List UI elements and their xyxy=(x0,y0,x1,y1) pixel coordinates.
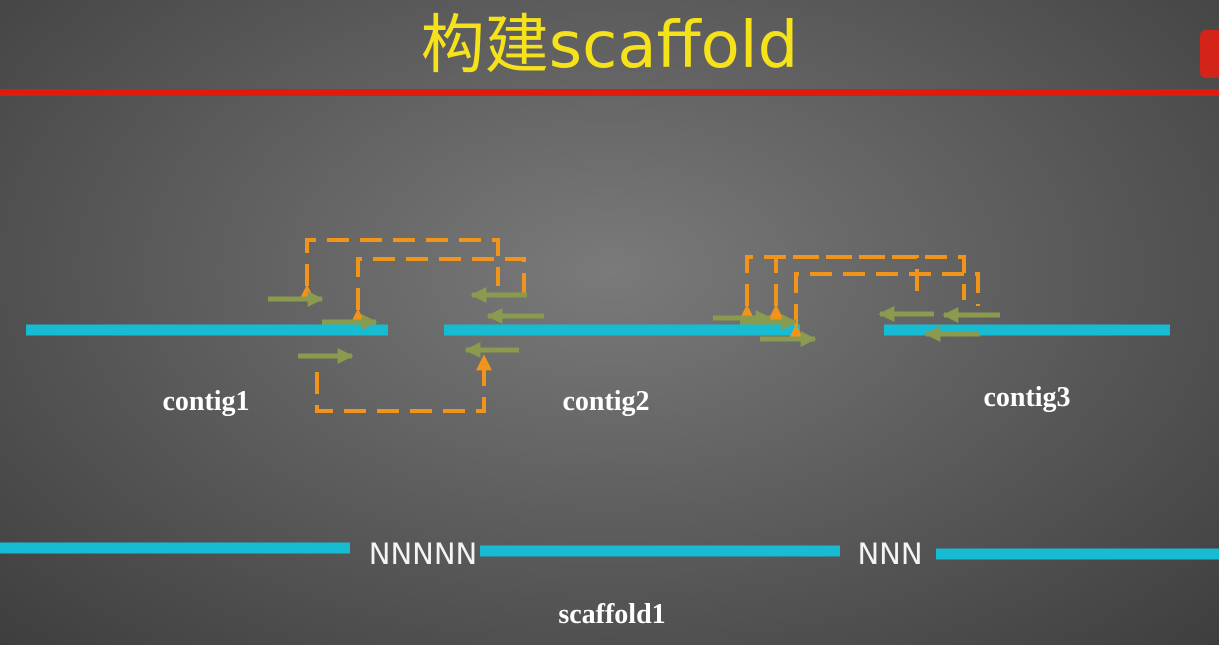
gap-label: NNNNN xyxy=(369,537,477,571)
pair-link xyxy=(739,255,919,321)
contig-label: contig3 xyxy=(983,382,1070,413)
slide-title: 构建scaffold xyxy=(420,9,799,83)
logo-icon xyxy=(1200,30,1219,78)
pair-link xyxy=(768,255,966,321)
pair-link xyxy=(788,272,980,341)
pair-link xyxy=(350,257,526,325)
contig-label: contig1 xyxy=(162,386,249,417)
contig-label: contig2 xyxy=(562,386,649,417)
pair-link xyxy=(315,354,492,413)
scaffold-label: scaffold1 xyxy=(558,599,665,630)
title-rule xyxy=(0,89,1219,96)
pair-link xyxy=(299,238,500,301)
gap-label: NNN xyxy=(857,537,922,571)
